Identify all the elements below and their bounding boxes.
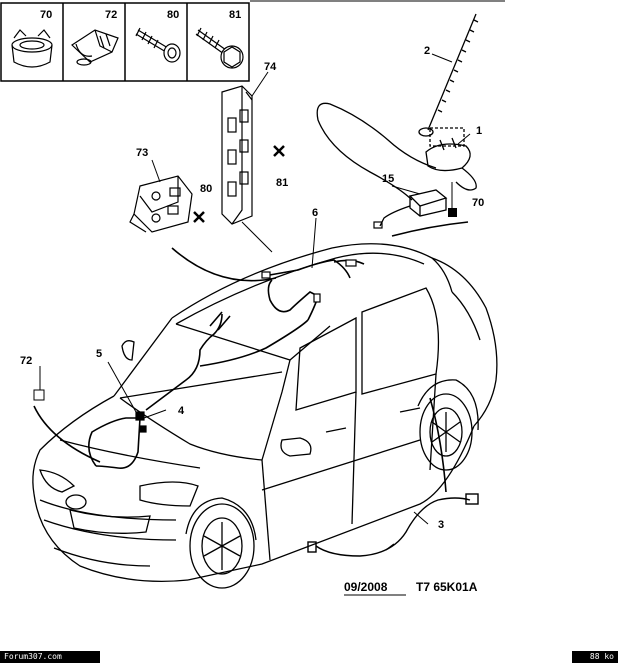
flange-bolt-icon [195, 27, 244, 69]
amplifier-part-15 [408, 189, 448, 217]
callout-15: 15 [382, 173, 394, 185]
clip-part-70-marker [448, 208, 457, 217]
callout-1: 1 [476, 125, 482, 137]
clip-ring-icon [11, 29, 53, 68]
antenna-base-part-1 [425, 127, 471, 172]
legend-number-81: 81 [229, 9, 241, 21]
connector-part-73 [129, 175, 193, 233]
car-body-outline [32, 243, 498, 589]
legend-number-72: 72 [105, 9, 117, 21]
reference-code: T7 65K01A [416, 580, 478, 594]
callout-74: 74 [264, 61, 277, 73]
screw-icon [135, 27, 181, 63]
legend-number-80: 80 [167, 9, 179, 21]
callout-81: 81 [276, 177, 288, 189]
callout-3: 3 [438, 519, 444, 531]
antenna-cable [316, 102, 477, 201]
callout-4: 4 [178, 405, 185, 417]
footer-site-label: Forum307.com [0, 651, 100, 663]
antenna-mast-part-2 [418, 13, 479, 137]
wiring-harness [88, 259, 365, 469]
cable-part-3 [307, 493, 479, 557]
fixing-point-80-mark [193, 211, 205, 223]
callout-73: 73 [136, 147, 148, 159]
callout-6: 6 [312, 207, 318, 219]
fixing-point-81-mark [273, 145, 285, 157]
reference-block: 09/2008 T7 65K01A [344, 580, 478, 596]
parts-legend: 70 72 80 81 [0, 2, 250, 82]
reference-date: 09/2008 [344, 580, 388, 594]
fastener-clip-icon [71, 29, 119, 66]
legend-number-70: 70 [40, 9, 52, 21]
callout-80: 80 [200, 183, 212, 195]
callout-5: 5 [96, 348, 102, 360]
callout-2: 2 [424, 45, 430, 57]
bracket-part-74 [221, 85, 253, 225]
clip-part-72-marker [33, 389, 45, 401]
callout-72: 72 [20, 355, 32, 367]
footer-size-label: 88 ko [572, 651, 618, 663]
callout-70: 70 [472, 197, 484, 209]
